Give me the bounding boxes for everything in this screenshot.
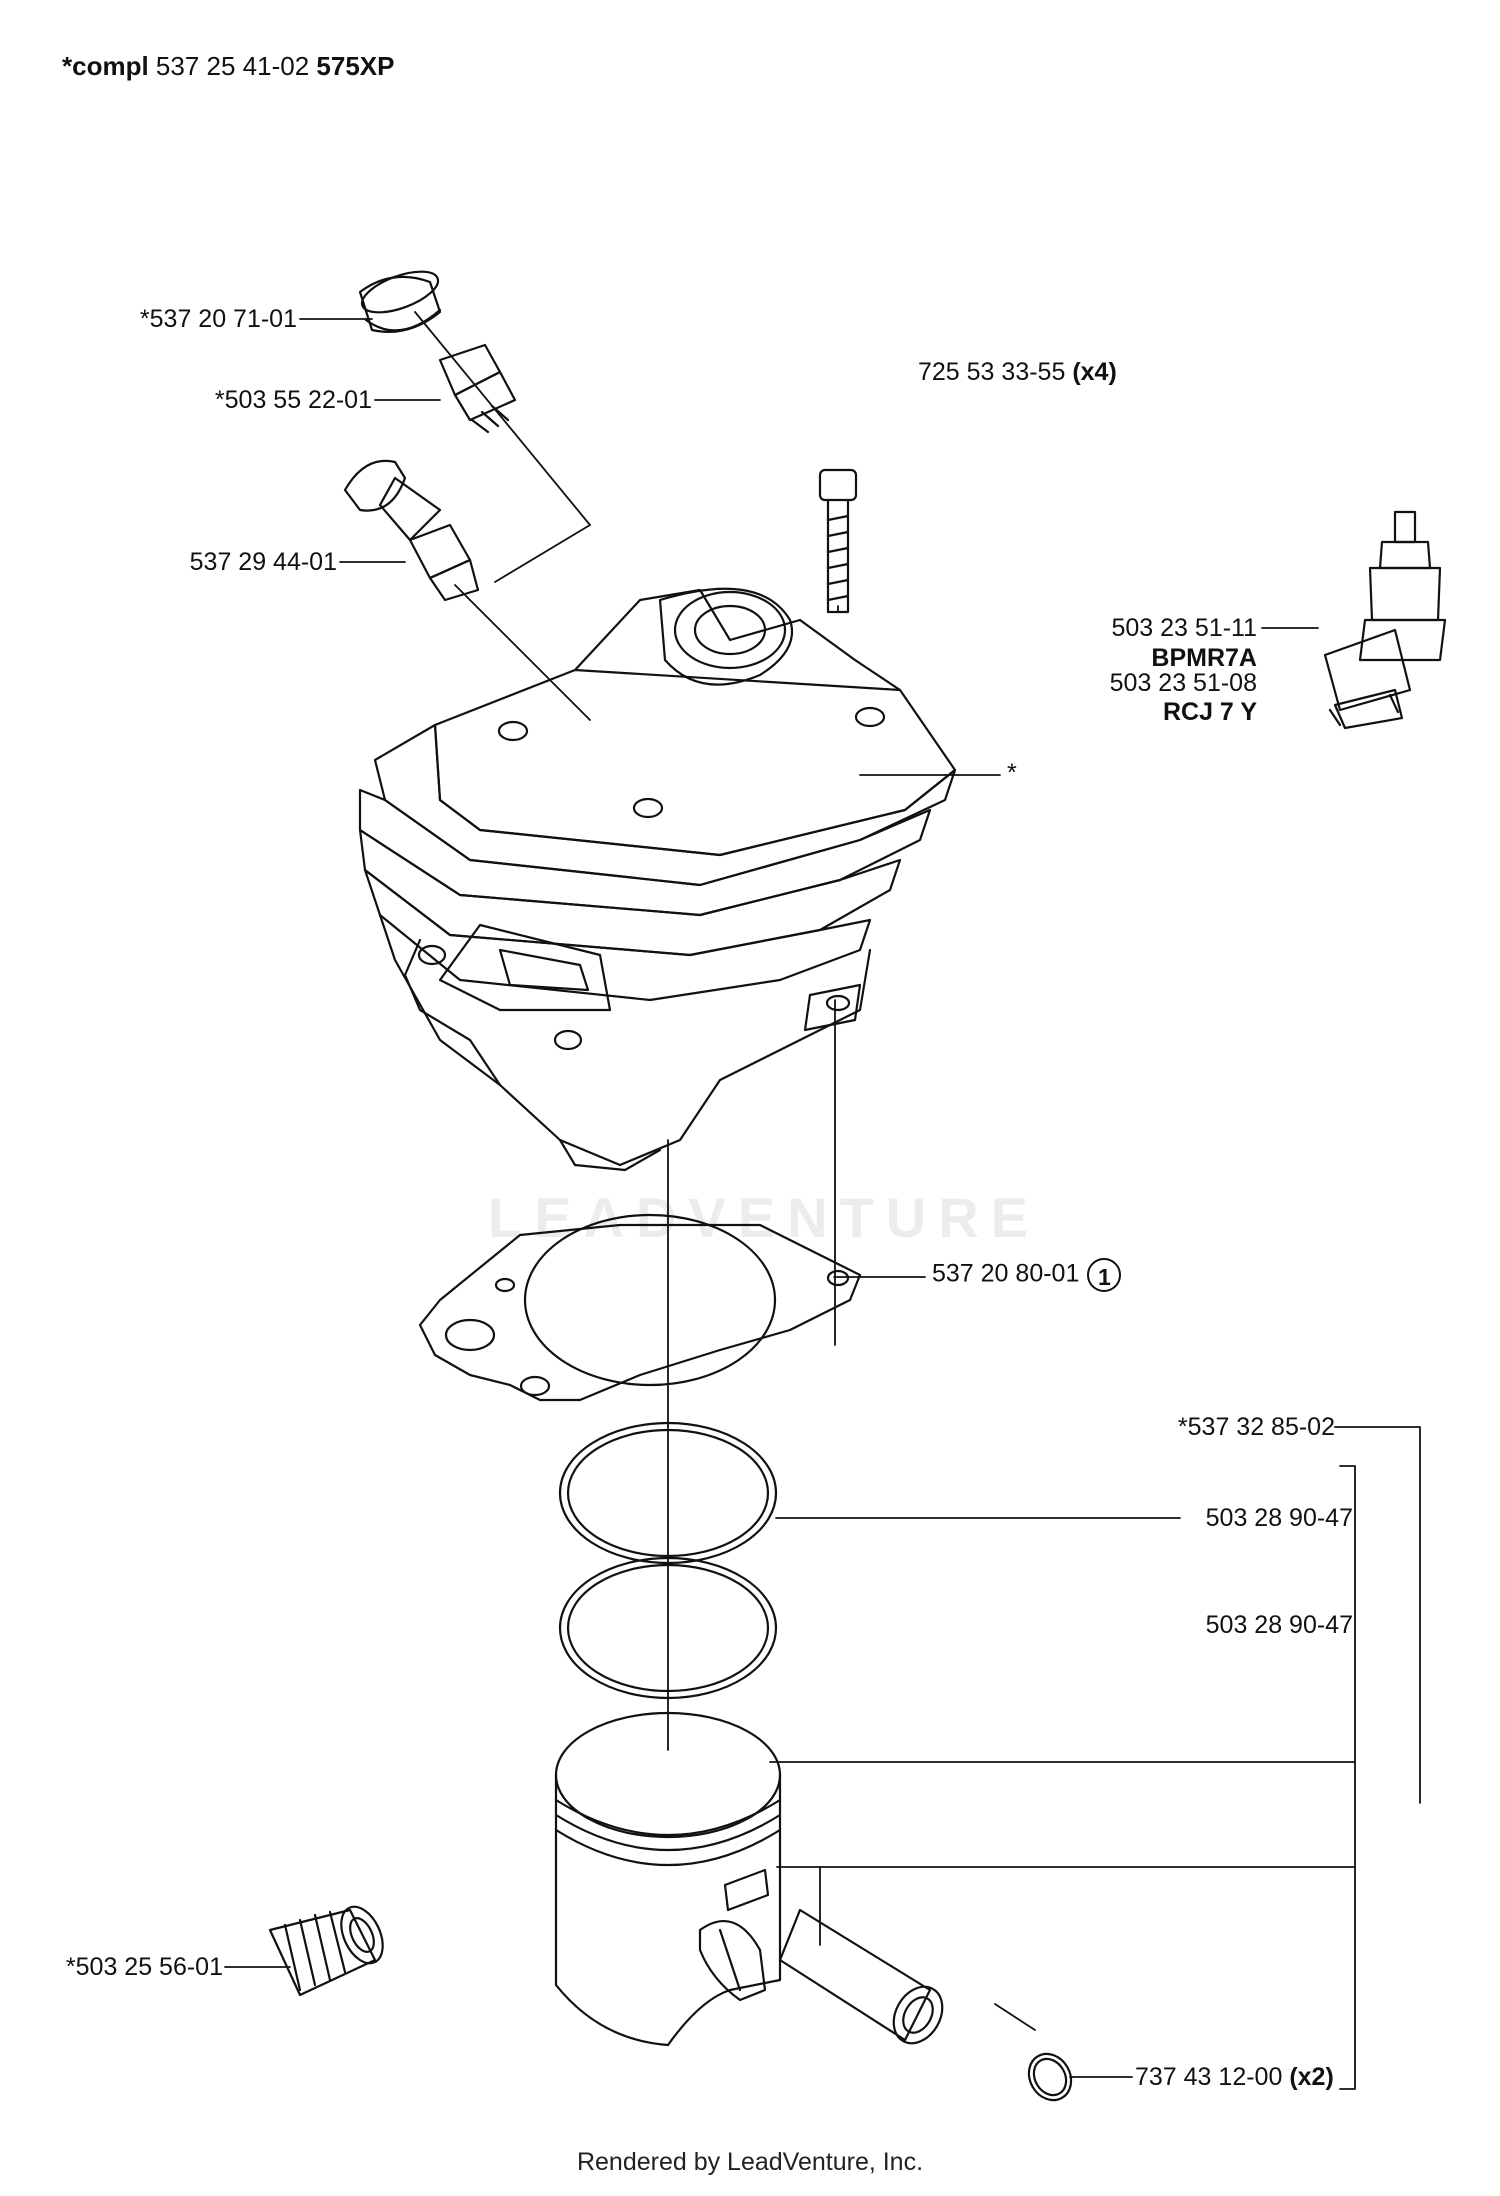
circlip-number: 737 43 12-00 — [1135, 2063, 1283, 2091]
part-label-circlip[interactable]: 737 43 12-00 (x2) — [1135, 2062, 1334, 2092]
cylinder-bolt-number: 725 53 33-55 — [918, 358, 1066, 386]
base-gasket-shape — [418, 1213, 862, 1402]
header-number: 537 25 41-02 — [155, 51, 310, 81]
diagram-header: *compl 537 25 41-02 575XP — [62, 50, 394, 82]
piston-ring-bottom-shape — [558, 1556, 778, 1700]
part-label-piston-kit[interactable]: *537 32 85-02 — [1177, 1413, 1335, 1441]
needle-bearing-shape — [268, 1905, 384, 1997]
base-gasket-number: 537 20 80-01 — [932, 1259, 1080, 1288]
part-label-cylinder-bolt[interactable]: 725 53 33-55 (x4) — [918, 357, 1117, 387]
leader-lines — [224, 311, 1421, 2090]
part-label-valve-cap[interactable]: *537 20 71-01 — [139, 305, 297, 333]
reference-circle-1: 1 — [1087, 1258, 1122, 1292]
part-label-piston-ring-1[interactable]: 503 28 90-47 — [1205, 1504, 1353, 1532]
header-model: 575XP — [316, 51, 395, 81]
decomp-valve-shape — [343, 459, 480, 602]
cylinder-body-shape — [358, 587, 957, 1172]
valve-cap-shape — [358, 270, 442, 333]
part-label-spark-plug-2[interactable]: 503 23 51-08 — [1109, 669, 1257, 697]
header-prefix: *compl — [62, 51, 149, 81]
piston-shape — [554, 1711, 782, 2047]
footer-credit: Rendered by LeadVenture, Inc. — [576, 2148, 924, 2176]
piston-pin-shape — [778, 1908, 944, 2045]
cylinder-bolt-qty: (x4) — [1072, 358, 1117, 386]
part-label-needle-bearing[interactable]: *503 25 56-01 — [65, 1953, 223, 1981]
part-label-piston-ring-2[interactable]: 503 28 90-47 — [1205, 1611, 1353, 1639]
cylinder-bolt-shape — [818, 468, 858, 614]
spark-plug-code-2: RCJ 7 Y — [1162, 698, 1257, 726]
circlip-shape — [1027, 2052, 1073, 2102]
spark-plug-shape — [1323, 510, 1447, 730]
circlip-qty: (x2) — [1289, 2063, 1334, 2091]
piston-ring-top-shape — [558, 1421, 778, 1565]
part-label-cylinder-asterisk[interactable]: * — [1007, 759, 1017, 787]
part-label-fitting[interactable]: *503 55 22-01 — [214, 386, 372, 414]
spark-plug-code-1: BPMR7A — [1151, 644, 1257, 672]
part-label-decomp-valve[interactable]: 537 29 44-01 — [189, 548, 337, 576]
part-label-spark-plug-1[interactable]: 503 23 51-11 — [1111, 614, 1258, 642]
watermark-text: LEADVENTURE — [488, 1186, 1041, 1249]
fitting-shape — [438, 343, 517, 434]
